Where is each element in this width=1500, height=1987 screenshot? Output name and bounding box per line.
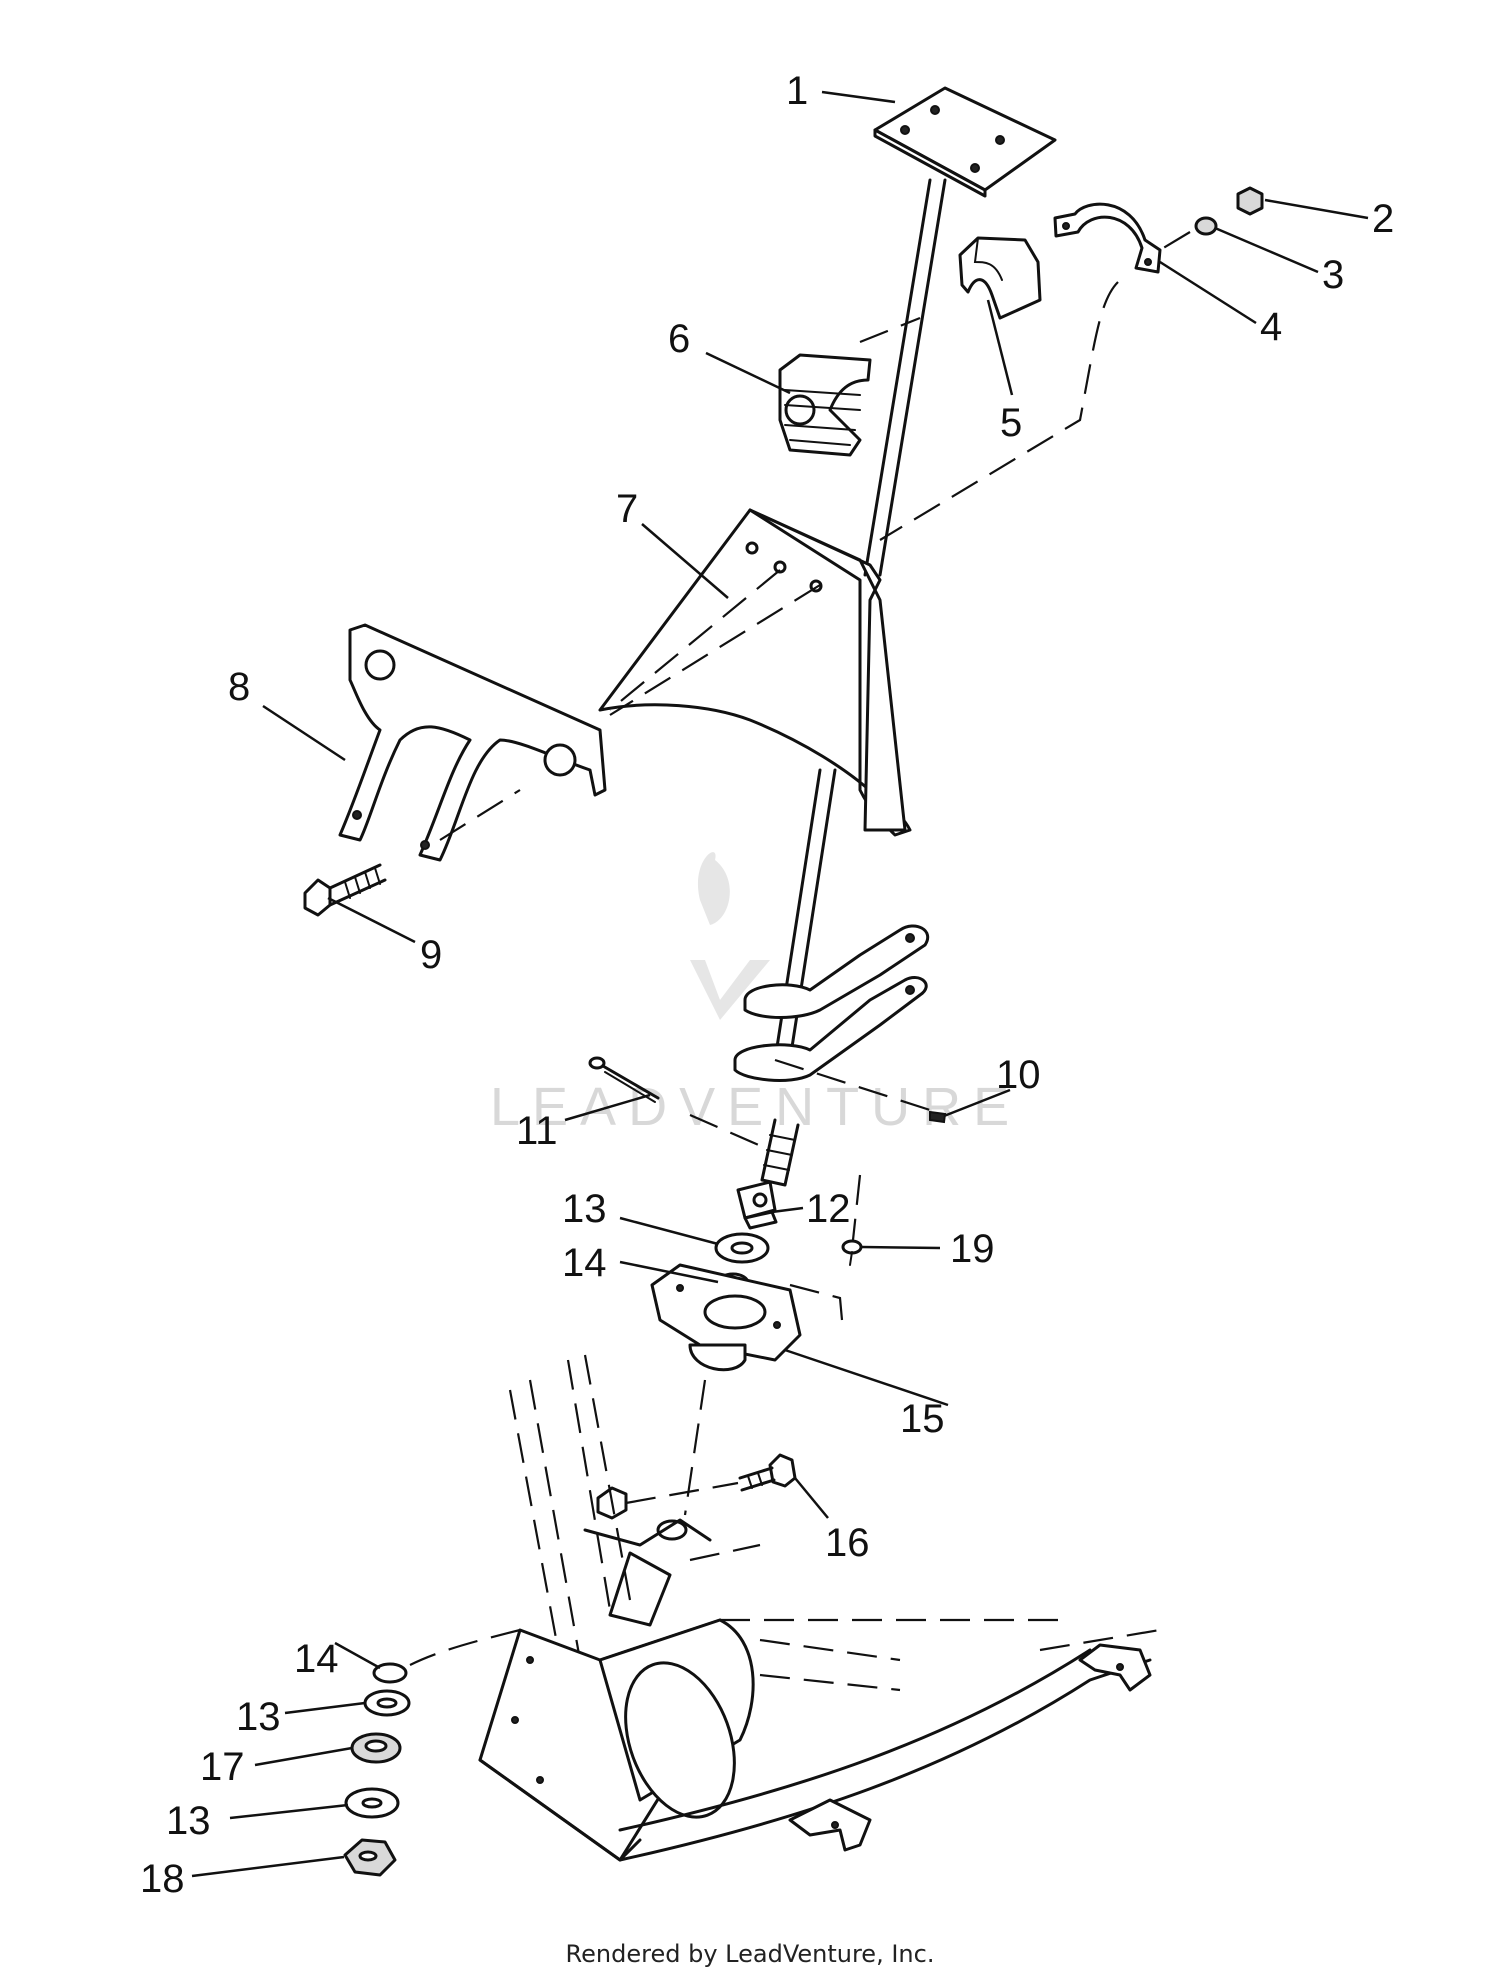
gusset-bracket bbox=[598, 508, 912, 837]
callout-15: 15 bbox=[900, 1397, 945, 1441]
watermark-text: LEADVENTURE bbox=[490, 1077, 1021, 1137]
top-mount-plate bbox=[873, 86, 1057, 198]
callout-5: 5 bbox=[1000, 401, 1022, 445]
callout-7: 7 bbox=[616, 487, 638, 531]
callout-8: 8 bbox=[228, 665, 250, 709]
washer-13-bottom-lower bbox=[344, 1787, 400, 1819]
nut-17 bbox=[350, 1732, 402, 1764]
callout-14-bottom: 14 bbox=[294, 1637, 339, 1681]
callout-13-top: 13 bbox=[562, 1187, 607, 1231]
callout-11: 11 bbox=[516, 1109, 558, 1153]
callout-16: 16 bbox=[825, 1521, 870, 1565]
callout-9: 9 bbox=[420, 933, 442, 977]
callout-1: 1 bbox=[786, 69, 808, 113]
washer-13-bottom-upper bbox=[363, 1689, 411, 1717]
castle-nut-18 bbox=[343, 1838, 397, 1877]
callout-13-bottom-upper: 13 bbox=[236, 1695, 281, 1739]
u-joint-12 bbox=[736, 1180, 778, 1230]
bracket-8 bbox=[338, 623, 607, 862]
bushing-6 bbox=[778, 353, 872, 457]
nut-2 bbox=[1236, 186, 1264, 216]
bushing-5 bbox=[958, 236, 1042, 320]
washer-13-top bbox=[714, 1232, 770, 1264]
callout-12: 12 bbox=[806, 1187, 851, 1231]
callout-2: 2 bbox=[1372, 197, 1394, 241]
steering-arm-plates bbox=[733, 924, 929, 1082]
washer-3 bbox=[1194, 216, 1218, 236]
flange-15 bbox=[650, 1263, 802, 1372]
bolt-9 bbox=[303, 863, 387, 917]
callout-4: 4 bbox=[1260, 305, 1282, 349]
callout-13-bottom-lower: 13 bbox=[166, 1799, 211, 1843]
footer-credit: Rendered by LeadVenture, Inc. bbox=[565, 1940, 935, 1968]
callout-labels: 1 2 3 4 5 6 7 8 9 10 11 12 13 14 15 16 1… bbox=[140, 69, 1394, 1901]
callout-14-top: 14 bbox=[562, 1241, 607, 1285]
callout-3: 3 bbox=[1322, 253, 1344, 297]
callout-6: 6 bbox=[668, 317, 690, 361]
callout-18: 18 bbox=[140, 1857, 185, 1901]
pin-10 bbox=[929, 1110, 947, 1124]
frame-housing bbox=[478, 1354, 1161, 1862]
screw-19 bbox=[841, 1239, 863, 1266]
ring-14-bottom bbox=[372, 1662, 408, 1684]
callout-10: 10 bbox=[996, 1053, 1041, 1097]
bolt-16 bbox=[738, 1453, 797, 1492]
callout-19: 19 bbox=[950, 1227, 995, 1271]
clamp-4 bbox=[1053, 202, 1162, 274]
callout-17: 17 bbox=[200, 1745, 245, 1789]
callout-leaders bbox=[191, 90, 1369, 1878]
